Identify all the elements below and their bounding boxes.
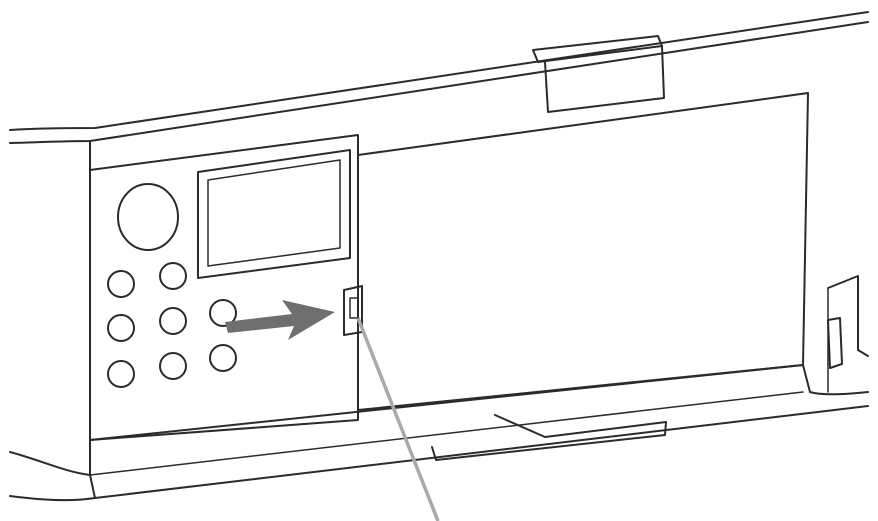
side-clip	[827, 275, 869, 393]
door-latch	[343, 285, 363, 336]
body-front-base	[94, 405, 869, 499]
drip-tray-top	[494, 414, 667, 438]
drip-tray	[431, 414, 667, 461]
body-right-edge	[802, 364, 869, 396]
lid-handle-top	[532, 35, 663, 63]
panel-button-5	[159, 307, 187, 335]
panel-button-1	[107, 270, 135, 298]
latch-housing	[343, 285, 363, 336]
leader-line	[356, 317, 440, 521]
lid-handle-front	[544, 45, 665, 113]
display-frame	[197, 149, 351, 279]
front-door	[357, 92, 809, 411]
arrow-right-icon	[225, 300, 335, 340]
latch-button	[349, 297, 359, 319]
control-panel-outline	[89, 134, 359, 441]
device-body	[9, 11, 869, 502]
control-panel	[89, 134, 359, 441]
body-base-line	[89, 391, 804, 476]
side-clip-tab	[827, 317, 843, 369]
side-clip-outline	[827, 275, 869, 357]
lid-handle	[532, 35, 665, 113]
lid-back-edge	[9, 11, 869, 131]
panel-button-8	[159, 352, 187, 380]
drip-tray-front	[431, 421, 667, 461]
panel-button-2	[159, 262, 187, 290]
panel-button-6	[209, 299, 237, 327]
body-bottom-left	[9, 451, 96, 502]
panel-button-4	[107, 314, 135, 342]
display-screen	[207, 159, 341, 267]
knob-icon	[117, 183, 179, 251]
panel-button-7	[107, 360, 135, 388]
panel-button-9	[209, 344, 237, 372]
lid-front-edge	[9, 21, 869, 144]
door-outline	[357, 92, 809, 411]
